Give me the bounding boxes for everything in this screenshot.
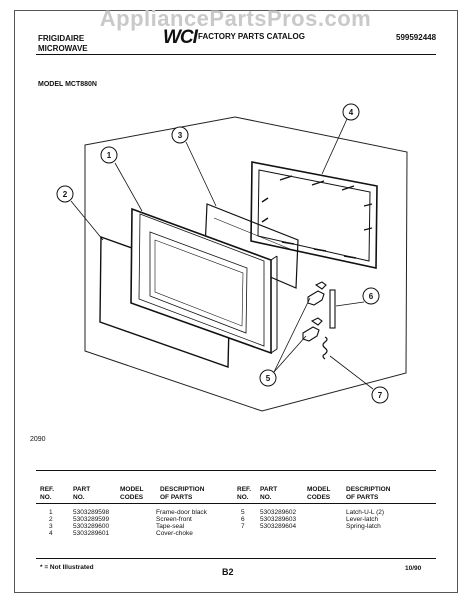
table-row-desc: Cover-choke (156, 530, 193, 537)
footnote: * = Not Illustrated (40, 564, 94, 571)
table-row-desc: Latch-U-L (2) (346, 509, 385, 516)
brand-line-2: MICROWAVE (38, 44, 88, 53)
callout-4: 4 (349, 108, 354, 117)
table-row-part: 5303289603 (260, 516, 297, 523)
revision-date: 10/90 (405, 565, 422, 572)
callout-7: 7 (378, 391, 383, 400)
callout-3: 3 (178, 131, 183, 140)
callout-circles (56, 103, 389, 404)
table-row-part: 5303289600 (73, 523, 110, 530)
table-row-desc: Frame-door black (156, 509, 207, 516)
page-number: B2 (222, 567, 234, 577)
table-row-ref: 3 (49, 523, 53, 530)
table-row-part: 5303289602 (260, 509, 297, 516)
leader-lines (70, 118, 374, 390)
brand-line-1: FRIGIDAIRE (38, 34, 85, 43)
page-border (14, 10, 458, 593)
callout-1: 1 (107, 151, 112, 160)
latch-spring-part (322, 336, 328, 360)
table-row-part: 5303289599 (73, 516, 110, 523)
document-number: 599592448 (396, 33, 437, 42)
footer-rule (36, 558, 436, 559)
table-row-desc: Spring-latch (346, 523, 381, 530)
table-top-rule (36, 470, 436, 471)
table-row-desc: Screen-front (156, 516, 192, 523)
enclosure-outline (84, 116, 408, 412)
table-row-ref: 6 (241, 516, 245, 523)
model-label: MODEL MCT880N (38, 81, 97, 88)
watermark: AppliancePartsPros.com (99, 6, 372, 31)
header-part-right: PART NO. (260, 486, 278, 501)
table-row-part: 5303289601 (73, 530, 110, 537)
latch-lever-part (329, 289, 336, 329)
header-ref-left: REF. NO. (40, 486, 55, 501)
choke-cover-clips (261, 175, 373, 259)
table-row-ref: 1 (49, 509, 53, 516)
header-part-left: PART NO. (73, 486, 91, 501)
latch-parts (302, 281, 327, 342)
table-row-ref: 2 (49, 516, 53, 523)
catalog-title: FACTORY PARTS CATALOG (198, 32, 305, 41)
wci-logo: WCI (163, 27, 198, 48)
table-row-desc: Lever-latch (346, 516, 379, 523)
callout-2: 2 (63, 190, 68, 199)
header-desc-right: DESCRIPTION OF PARTS (346, 486, 391, 501)
callout-5: 5 (266, 374, 271, 383)
callout-6: 6 (369, 292, 374, 301)
tape-seal-part (204, 203, 299, 289)
header-rule (36, 54, 436, 55)
table-row-ref: 4 (49, 530, 53, 537)
table-row-part: 5303289598 (73, 509, 110, 516)
table-row-part: 5303289604 (260, 523, 297, 530)
header-model-left: MODEL CODES (120, 486, 144, 501)
figure-number: 2090 (30, 436, 46, 443)
brand-block: FRIGIDAIRE MICROWAVE (38, 34, 88, 54)
table-row-ref: 7 (241, 523, 245, 530)
header-ref-right: REF. NO. (237, 486, 252, 501)
header-model-right: MODEL CODES (307, 486, 331, 501)
table-row-desc: Tape-seal (156, 523, 185, 530)
header-underline (36, 503, 436, 504)
choke-cover-part (250, 161, 378, 269)
table-row-ref: 5 (241, 509, 245, 516)
header-desc-left: DESCRIPTION OF PARTS (160, 486, 205, 501)
